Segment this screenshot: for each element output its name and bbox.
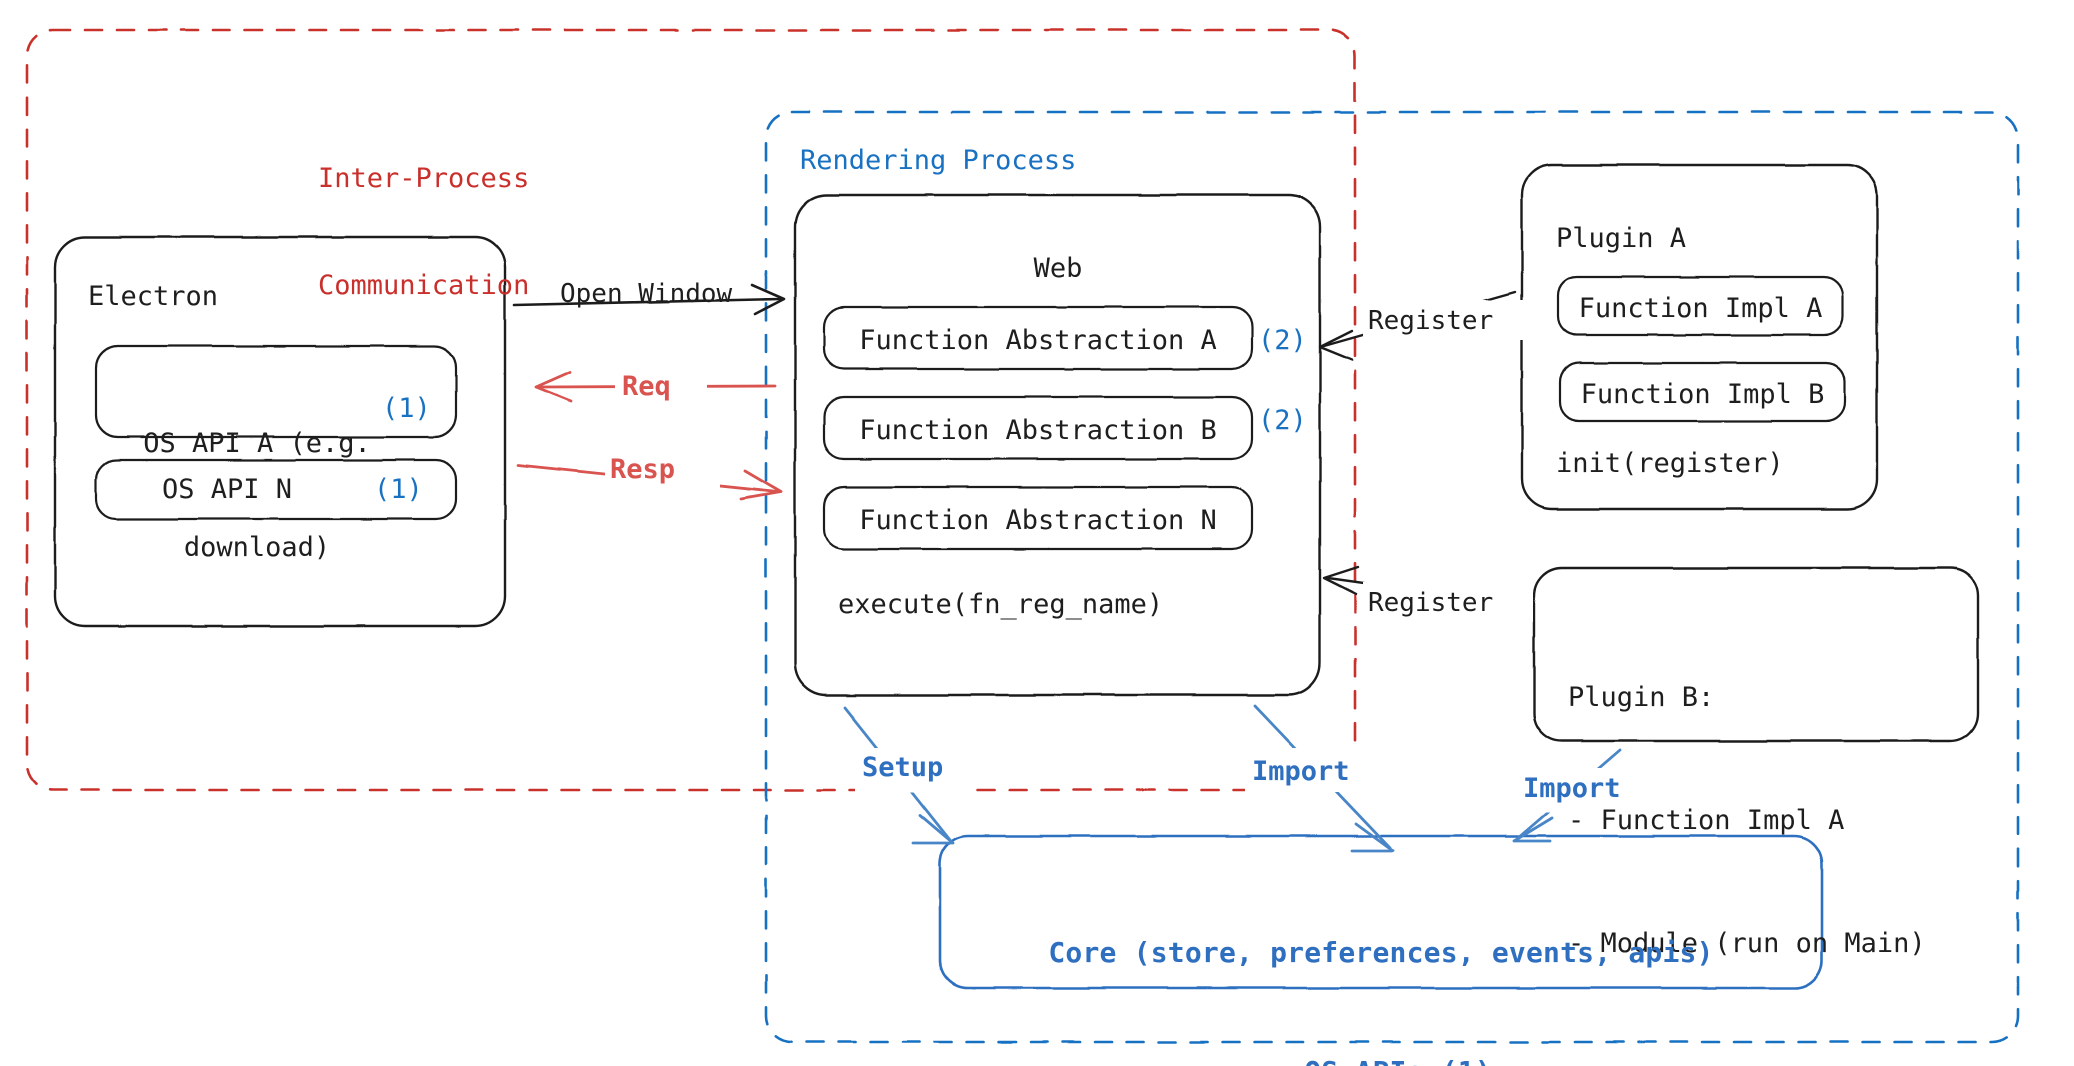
arrow-label-req: Req [622, 371, 671, 402]
ipc-boundary-label: Inter-Process Communication [318, 90, 529, 375]
plugin-b-item-1: - Function Impl A [1568, 805, 1845, 837]
arrow-label-open-window: Open Window [560, 279, 733, 309]
ipc-label-line1: Inter-Process [318, 163, 530, 195]
os-api-n-label: OS API N [161, 474, 293, 505]
core-line-1: Core (store, preferences, events, apis) [1048, 935, 1714, 969]
plugin-b-content: Plugin B: - Function Impl A - Module (ru… [1568, 595, 1926, 1046]
arrow-label-register-bottom: Register [1368, 588, 1494, 618]
os-api-n-tag: (1) [374, 474, 423, 505]
plugin-a-impl-a: Function Impl A [1578, 293, 1823, 324]
rendering-process-label: Rendering Process [800, 145, 1077, 176]
plugin-a-impl-b: Function Impl B [1580, 379, 1825, 410]
core-content: Core (store, preferences, events, apis) … [946, 853, 1816, 1066]
arrow-label-import-right: Import [1523, 773, 1621, 804]
web-execute-footer: execute(fn_reg_name) [838, 589, 1164, 620]
web-title: Web [1033, 253, 1083, 284]
os-api-a-label: OS API A (e.g. download) [112, 358, 402, 634]
electron-title: Electron [88, 281, 219, 312]
ipc-label-line2: Communication [318, 270, 530, 302]
function-abstraction-n-label: Function Abstraction N [859, 505, 1217, 536]
arrow-label-register-top: Register [1368, 306, 1494, 336]
plugin-b-item-2: - Module (run on Main) [1568, 928, 1926, 960]
plugin-b-title: Plugin B: [1568, 682, 1715, 714]
plugin-a-title: Plugin A [1556, 223, 1687, 254]
function-abstraction-a-tag: (2) [1258, 325, 1307, 356]
plugin-a-init-footer: init(register) [1556, 448, 1784, 479]
os-api-a-tag: (1) [382, 393, 431, 424]
arrow-label-resp: Resp [610, 454, 676, 485]
arrow-label-setup: Setup [862, 752, 944, 783]
os-api-a-line1: OS API A (e.g. [143, 428, 371, 460]
function-abstraction-b-label: Function Abstraction B [859, 415, 1217, 446]
arrow-label-import-left: Import [1252, 756, 1350, 787]
os-api-a-line2: download) [183, 531, 331, 563]
function-abstraction-b-tag: (2) [1258, 405, 1307, 436]
core-line-2: - OS APIs (1) [946, 1052, 1816, 1066]
function-abstraction-a-label: Function Abstraction A [859, 325, 1217, 356]
